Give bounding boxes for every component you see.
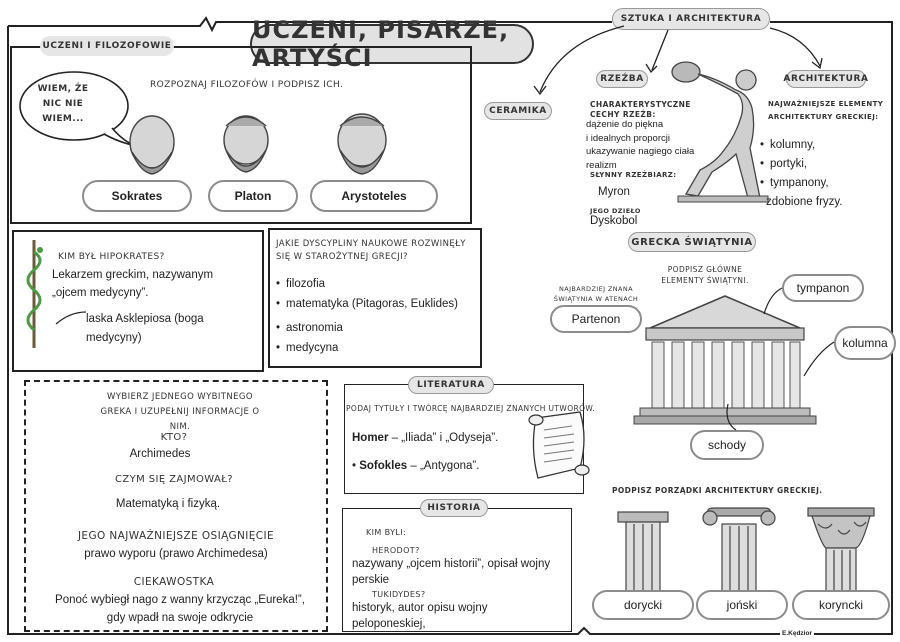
sculpture-features-label: Charakterystyczne cechy rzeźb: [590, 100, 691, 119]
achievement-label: Jego najważniejsze osiągnięcie [77, 530, 275, 542]
art-branch-arrows [533, 25, 823, 96]
hippocrates-question: Kim był Hipokrates? [58, 252, 165, 262]
who-label: Kto? [160, 432, 188, 443]
discipline-item: matematyka (Pitagoras, Euklides) [276, 294, 482, 314]
sculpture-work: Dyskobol [590, 215, 638, 227]
architecture-item: tympanony, [760, 174, 890, 193]
literature-instruction: Podaj tytuły i twórcę najbardziej znanyc… [346, 404, 596, 413]
temple-part-tympanon[interactable]: tympanon [782, 274, 864, 302]
philosopher-portraits [129, 113, 387, 175]
sculpture-label: Rzeźba [596, 70, 648, 88]
speech-text: Wiem, że nic nie wiem... [37, 84, 89, 124]
architecture-item: portyki, [760, 155, 890, 174]
doric-column [617, 511, 669, 595]
corinthian-column [807, 507, 875, 595]
greek-person-instruction: Wybierz jednego wybitnego Greka i uzupeł… [100, 392, 260, 432]
order-name-dorycki[interactable]: dorycki [592, 590, 694, 620]
sculpture-features-list: dążenie do piękna i idealnych proporcji … [586, 118, 716, 172]
famous-temple-label: Najbardziej znana świątynia w Atenach [553, 285, 639, 303]
architecture-item: zdobione fryzy. [766, 196, 843, 208]
history-label: Historia [420, 499, 488, 517]
disciplines-question: Jakie dyscypliny naukowe rozwinęły się w… [276, 239, 466, 262]
who-answer: Archimedes [129, 448, 191, 460]
architecture-list: kolumny, portyki, tympanony, zdobione fr… [760, 136, 890, 212]
greek-person-box [24, 380, 328, 632]
name-label-arystoteles[interactable]: Arystoteles [310, 180, 438, 212]
architecture-subtitle: Najważniejsze elementy architektury grec… [768, 100, 884, 121]
name-label-sokrates[interactable]: Sokrates [82, 180, 192, 212]
sculpture-work-label: Jego dzieło [590, 207, 641, 215]
scroll-icon [528, 411, 590, 479]
sculptor-name: Myron [598, 186, 630, 198]
title-banner: Uczeni, pisarze, artyści [250, 16, 534, 72]
history-name-herodot: Herodot? [372, 546, 420, 555]
feature-item: dążenie do piękna [586, 119, 664, 130]
staff-caption: laska Asklepiosa (boga medycyny) [86, 313, 204, 344]
history-name-tukidydes: Tukidydes? [372, 590, 426, 599]
architecture-item: kolumny, [760, 136, 890, 155]
socrates-portrait [129, 115, 175, 175]
literature-work-homer: Homer – „Iliada” i „Odyseja”. [352, 432, 499, 444]
literature-label: Literatura [408, 376, 494, 394]
discobolus-statue-icon [671, 61, 769, 203]
feature-item: ukazywanie nagiego ciała [586, 146, 695, 157]
order-name-korynki[interactable]: koryncki [792, 590, 890, 620]
achievement-answer: prawo wyporu (prawo Archimedesa) [84, 548, 268, 560]
ceramics-label: Ceramika [484, 102, 552, 120]
history-desc-tukidydes: historyk, autor opisu wojny peloponeskie… [352, 602, 488, 630]
temple-instruction: Podpisz główne elementy świątyni. [661, 265, 749, 285]
order-name-jonski[interactable]: joński [696, 590, 788, 620]
history-desc-herodot: nazywany „ojcem historii”, opisał wojny … [352, 558, 551, 586]
parthenon-illustration [633, 295, 817, 425]
asclepius-staff-icon [26, 240, 43, 348]
temple-part-schody[interactable]: schody [690, 430, 764, 460]
trivia-text: Ponoć wybiegł nago z wanny krzycząc „Eur… [55, 594, 305, 624]
trivia-label: Ciekawostka [133, 576, 215, 588]
literature-work-sofokles: • Sofokles – „Antygona”. [352, 460, 480, 472]
pointer-arrow [55, 311, 87, 325]
feature-item: realizm [586, 159, 617, 171]
philosophers-box [10, 46, 472, 224]
hippocrates-answer: Lekarzem greckim, nazywanym „ojcem medyc… [52, 269, 214, 299]
temple-part-kolumna[interactable]: kolumna [834, 326, 896, 360]
page-title: Uczeni, pisarze, artyści [252, 16, 510, 72]
feature-item: i idealnych proporcji [586, 132, 670, 144]
famous-temple-name[interactable]: Partenon [550, 305, 642, 333]
hippocrates-box [12, 230, 264, 372]
discipline-item: medycyna [276, 338, 482, 358]
speech-bubble [19, 71, 137, 147]
discipline-item: astronomia [276, 318, 482, 338]
philosophers-section-label: Uczeni i filozofowie [40, 36, 174, 56]
column-orders-illustration [617, 507, 875, 595]
name-label-platon[interactable]: Platon [208, 180, 298, 212]
sculptor-label: Słynny rzeźbiarz: [590, 171, 677, 179]
author-signature: E.Kędzior [780, 630, 814, 637]
history-question: Kim byli: [366, 528, 407, 537]
architecture-label: Architektura [783, 70, 868, 88]
plato-portrait [223, 115, 269, 173]
aristotle-portrait [337, 113, 387, 175]
temple-pointer-lines [726, 287, 835, 431]
ionic-column [702, 507, 776, 595]
temple-label: Grecka świątynia [628, 232, 756, 252]
orders-instruction: Podpisz porządki architektury greckiej. [612, 486, 823, 495]
occupation-answer: Matematyką i fizyką. [115, 498, 221, 510]
philosophers-instruction: Rozpoznaj filozofów i podpisz ich. [150, 80, 344, 90]
discipline-item: filozofia [276, 274, 482, 294]
occupation-label: Czym się zajmował? [115, 474, 233, 485]
art-label: Sztuka i architektura [612, 8, 770, 30]
disciplines-list: filozofia matematyka (Pitagoras, Euklide… [276, 274, 482, 358]
